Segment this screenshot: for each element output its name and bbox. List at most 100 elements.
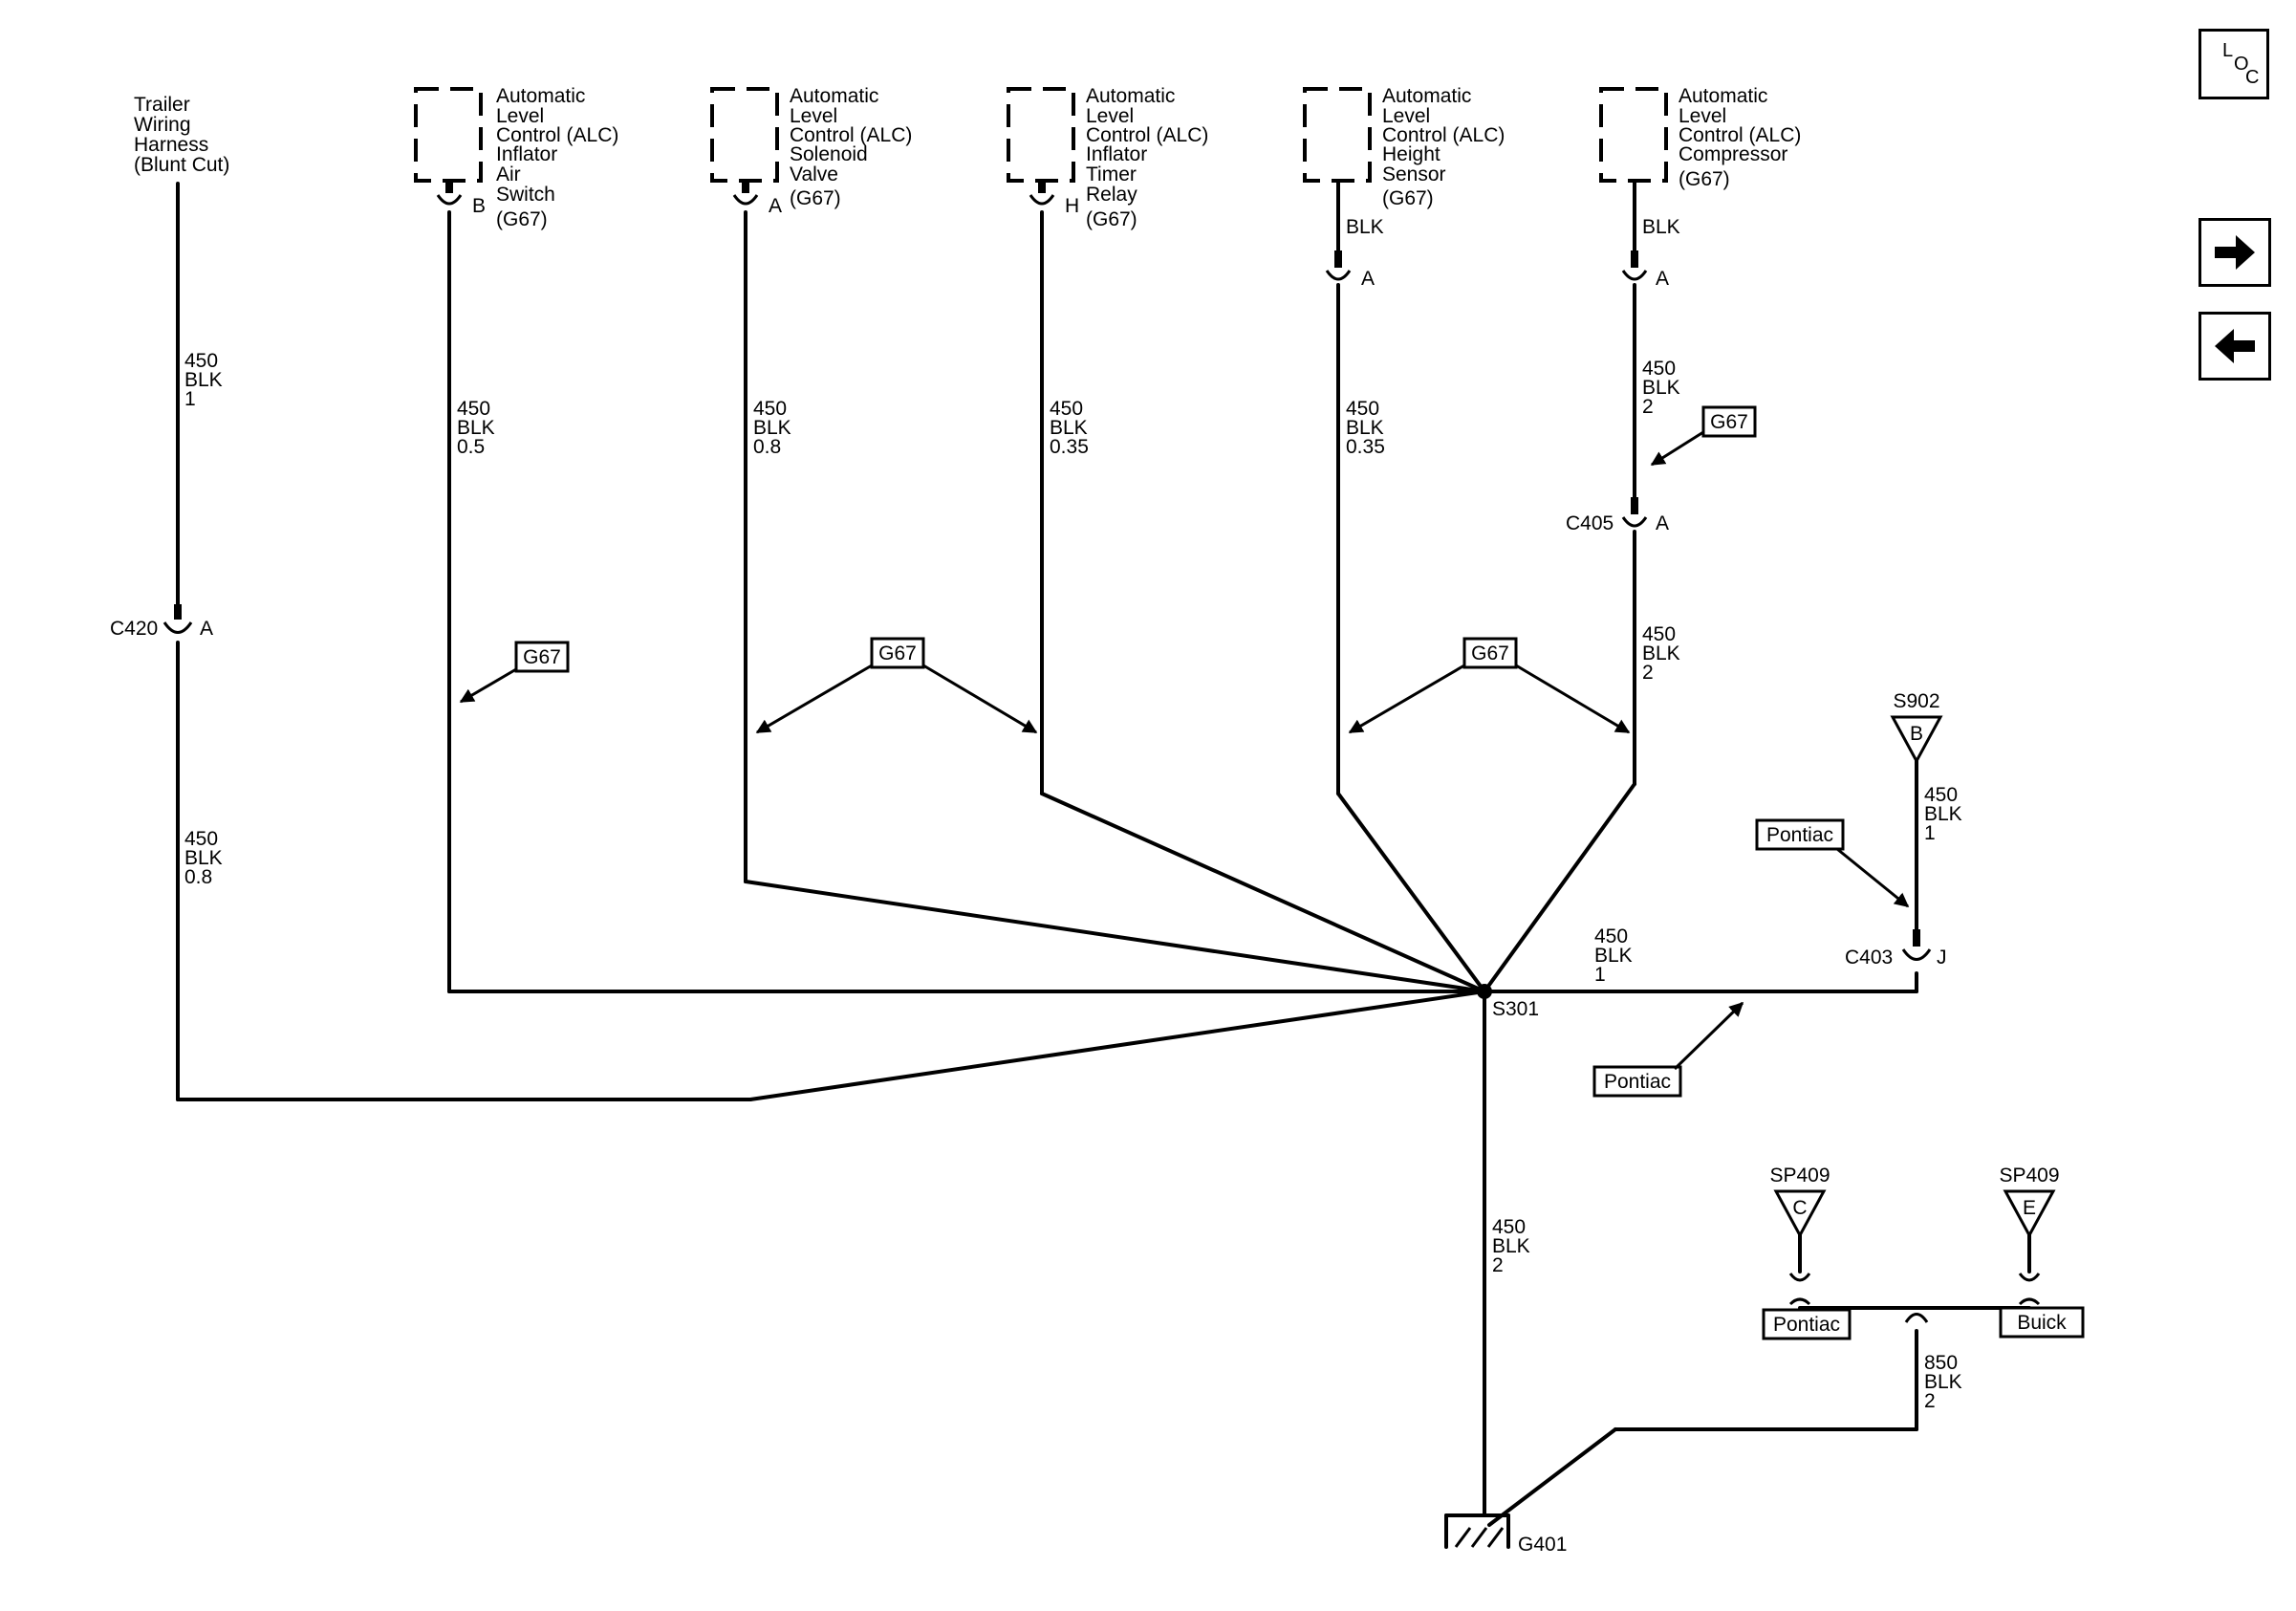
svg-text:Pontiac: Pontiac xyxy=(1766,824,1833,846)
svg-text:0.8: 0.8 xyxy=(753,436,781,458)
svg-text:SP409: SP409 xyxy=(1769,1165,1830,1186)
ground-wire-label: 450 BLK 2 xyxy=(1492,1216,1530,1276)
inflator-air-switch-label: Automatic Level Control (ALC) Inflator A… xyxy=(496,85,618,230)
height-sensor-wire xyxy=(1325,179,1486,993)
svg-text:BLK: BLK xyxy=(1924,1371,1962,1393)
svg-text:BLK: BLK xyxy=(184,847,223,869)
svg-text:G67: G67 xyxy=(1471,642,1509,664)
svg-text:B: B xyxy=(472,195,486,217)
svg-text:G67: G67 xyxy=(523,646,561,668)
svg-text:O: O xyxy=(2234,54,2249,75)
s902-splice: B S902 xyxy=(1890,690,1943,765)
svg-text:Compressor: Compressor xyxy=(1679,143,1787,165)
compressor-box xyxy=(1599,87,1668,183)
svg-text:C420: C420 xyxy=(110,618,158,640)
svg-text:2: 2 xyxy=(1924,1390,1936,1412)
pontiac-label-2: Pontiac xyxy=(1592,1065,1682,1098)
svg-text:BLK: BLK xyxy=(1346,417,1384,439)
svg-text:BLK: BLK xyxy=(1594,945,1633,967)
svg-text:E: E xyxy=(2023,1197,2036,1219)
sp409-wire-label: 850 BLK 2 xyxy=(1924,1352,1962,1412)
back-button[interactable] xyxy=(2199,312,2271,381)
svg-text:Control (ALC): Control (ALC) xyxy=(1679,124,1801,146)
svg-text:450: 450 xyxy=(457,398,490,420)
solenoid-wire-label: 450 BLK 0.8 xyxy=(753,398,791,458)
svg-text:BLK: BLK xyxy=(184,369,223,391)
inflator-timer-relay-box xyxy=(1007,87,1075,183)
air-switch-wire-label: 450 BLK 0.5 xyxy=(457,398,495,458)
svg-text:Control (ALC): Control (ALC) xyxy=(1086,124,1208,146)
svg-text:Wiring: Wiring xyxy=(134,114,191,136)
compressor-wire-label-2: 450 BLK 2 xyxy=(1642,623,1680,684)
svg-text:1: 1 xyxy=(1924,822,1936,844)
svg-text:C: C xyxy=(1792,1197,1807,1219)
trailer-harness-label: Trailer Wiring Harness (Blunt Cut) xyxy=(134,94,229,176)
solenoid-valve-box xyxy=(710,87,779,183)
callout-arrows xyxy=(459,430,1910,1071)
svg-text:G67: G67 xyxy=(878,642,917,664)
compressor-wire-label-1: 450 BLK 2 xyxy=(1642,358,1680,418)
svg-text:B: B xyxy=(1910,723,1923,745)
sp409-branch-wire xyxy=(1487,1233,2041,1527)
s301-to-c403-wire xyxy=(1483,971,1918,993)
trailer-wire-label-1: 450 BLK 1 xyxy=(184,350,223,410)
svg-text:450: 450 xyxy=(1492,1216,1526,1238)
sp409-c-splice: C SP409 xyxy=(1769,1165,1830,1239)
svg-text:Valve: Valve xyxy=(790,163,838,185)
svg-text:SP409: SP409 xyxy=(1999,1165,2059,1186)
svg-text:G401: G401 xyxy=(1518,1534,1567,1556)
svg-text:450: 450 xyxy=(1924,784,1958,806)
svg-text:2: 2 xyxy=(1492,1254,1504,1276)
inflator-air-switch-box xyxy=(414,87,483,183)
svg-text:BLK: BLK xyxy=(1642,642,1680,664)
svg-text:Solenoid: Solenoid xyxy=(790,143,868,165)
height-sensor-label: Automatic Level Control (ALC) Height Sen… xyxy=(1382,85,1505,209)
svg-text:(G67): (G67) xyxy=(1679,168,1730,190)
height-sensor-short-blk: BLK xyxy=(1346,216,1384,238)
svg-text:Pontiac: Pontiac xyxy=(1773,1314,1840,1336)
svg-text:Level: Level xyxy=(1086,105,1134,127)
svg-text:2: 2 xyxy=(1642,396,1654,418)
g67-label-2: G67 xyxy=(870,637,925,669)
timer-relay-wire-label: 450 BLK 0.35 xyxy=(1050,398,1089,458)
s902-wire xyxy=(1901,759,1932,961)
svg-text:C405: C405 xyxy=(1566,512,1614,534)
svg-text:0.8: 0.8 xyxy=(184,866,212,888)
trailer-wire xyxy=(176,182,1486,1101)
height-sensor-box xyxy=(1303,87,1372,183)
svg-text:Level: Level xyxy=(790,105,837,127)
timer-relay-wire xyxy=(1040,210,1486,993)
svg-text:Automatic: Automatic xyxy=(790,85,878,107)
svg-text:0.5: 0.5 xyxy=(457,436,485,458)
height-sensor-wire-label: 450 BLK 0.35 xyxy=(1346,398,1385,458)
svg-text:Harness: Harness xyxy=(134,134,208,156)
svg-text:A: A xyxy=(200,618,213,640)
svg-text:Level: Level xyxy=(1679,105,1726,127)
forward-button[interactable] xyxy=(2199,218,2271,287)
svg-text:BLK: BLK xyxy=(753,417,791,439)
pontiac-label-3: Pontiac xyxy=(1762,1308,1852,1340)
svg-text:H: H xyxy=(1065,195,1079,217)
svg-text:(G67): (G67) xyxy=(790,187,841,209)
loc-button[interactable]: L O C xyxy=(2199,29,2269,99)
svg-text:S301: S301 xyxy=(1492,998,1539,1020)
air-switch-wire xyxy=(447,210,1486,993)
svg-text:450: 450 xyxy=(184,828,218,850)
svg-text:Control (ALC): Control (ALC) xyxy=(1382,124,1505,146)
svg-text:BLK: BLK xyxy=(1924,803,1962,825)
arrow-right-icon xyxy=(2215,235,2255,270)
arrow-left-icon xyxy=(2215,329,2255,363)
svg-text:L: L xyxy=(2222,40,2233,61)
solenoid-valve-label: Automatic Level Control (ALC) Solenoid V… xyxy=(790,85,912,209)
svg-text:BLK: BLK xyxy=(1050,417,1088,439)
solenoid-wire xyxy=(744,210,1486,993)
trailer-wire-label-2: 450 BLK 0.8 xyxy=(184,828,223,888)
c403-connector: C403 J xyxy=(1845,947,1947,969)
svg-text:Buick: Buick xyxy=(2017,1312,2067,1334)
c420-connector: C420 A xyxy=(110,604,213,640)
svg-text:A: A xyxy=(1656,512,1669,534)
g67-label-4: G67 xyxy=(1701,405,1757,438)
svg-text:G67: G67 xyxy=(1710,411,1748,433)
svg-text:450: 450 xyxy=(184,350,218,372)
svg-text:Automatic: Automatic xyxy=(496,85,585,107)
